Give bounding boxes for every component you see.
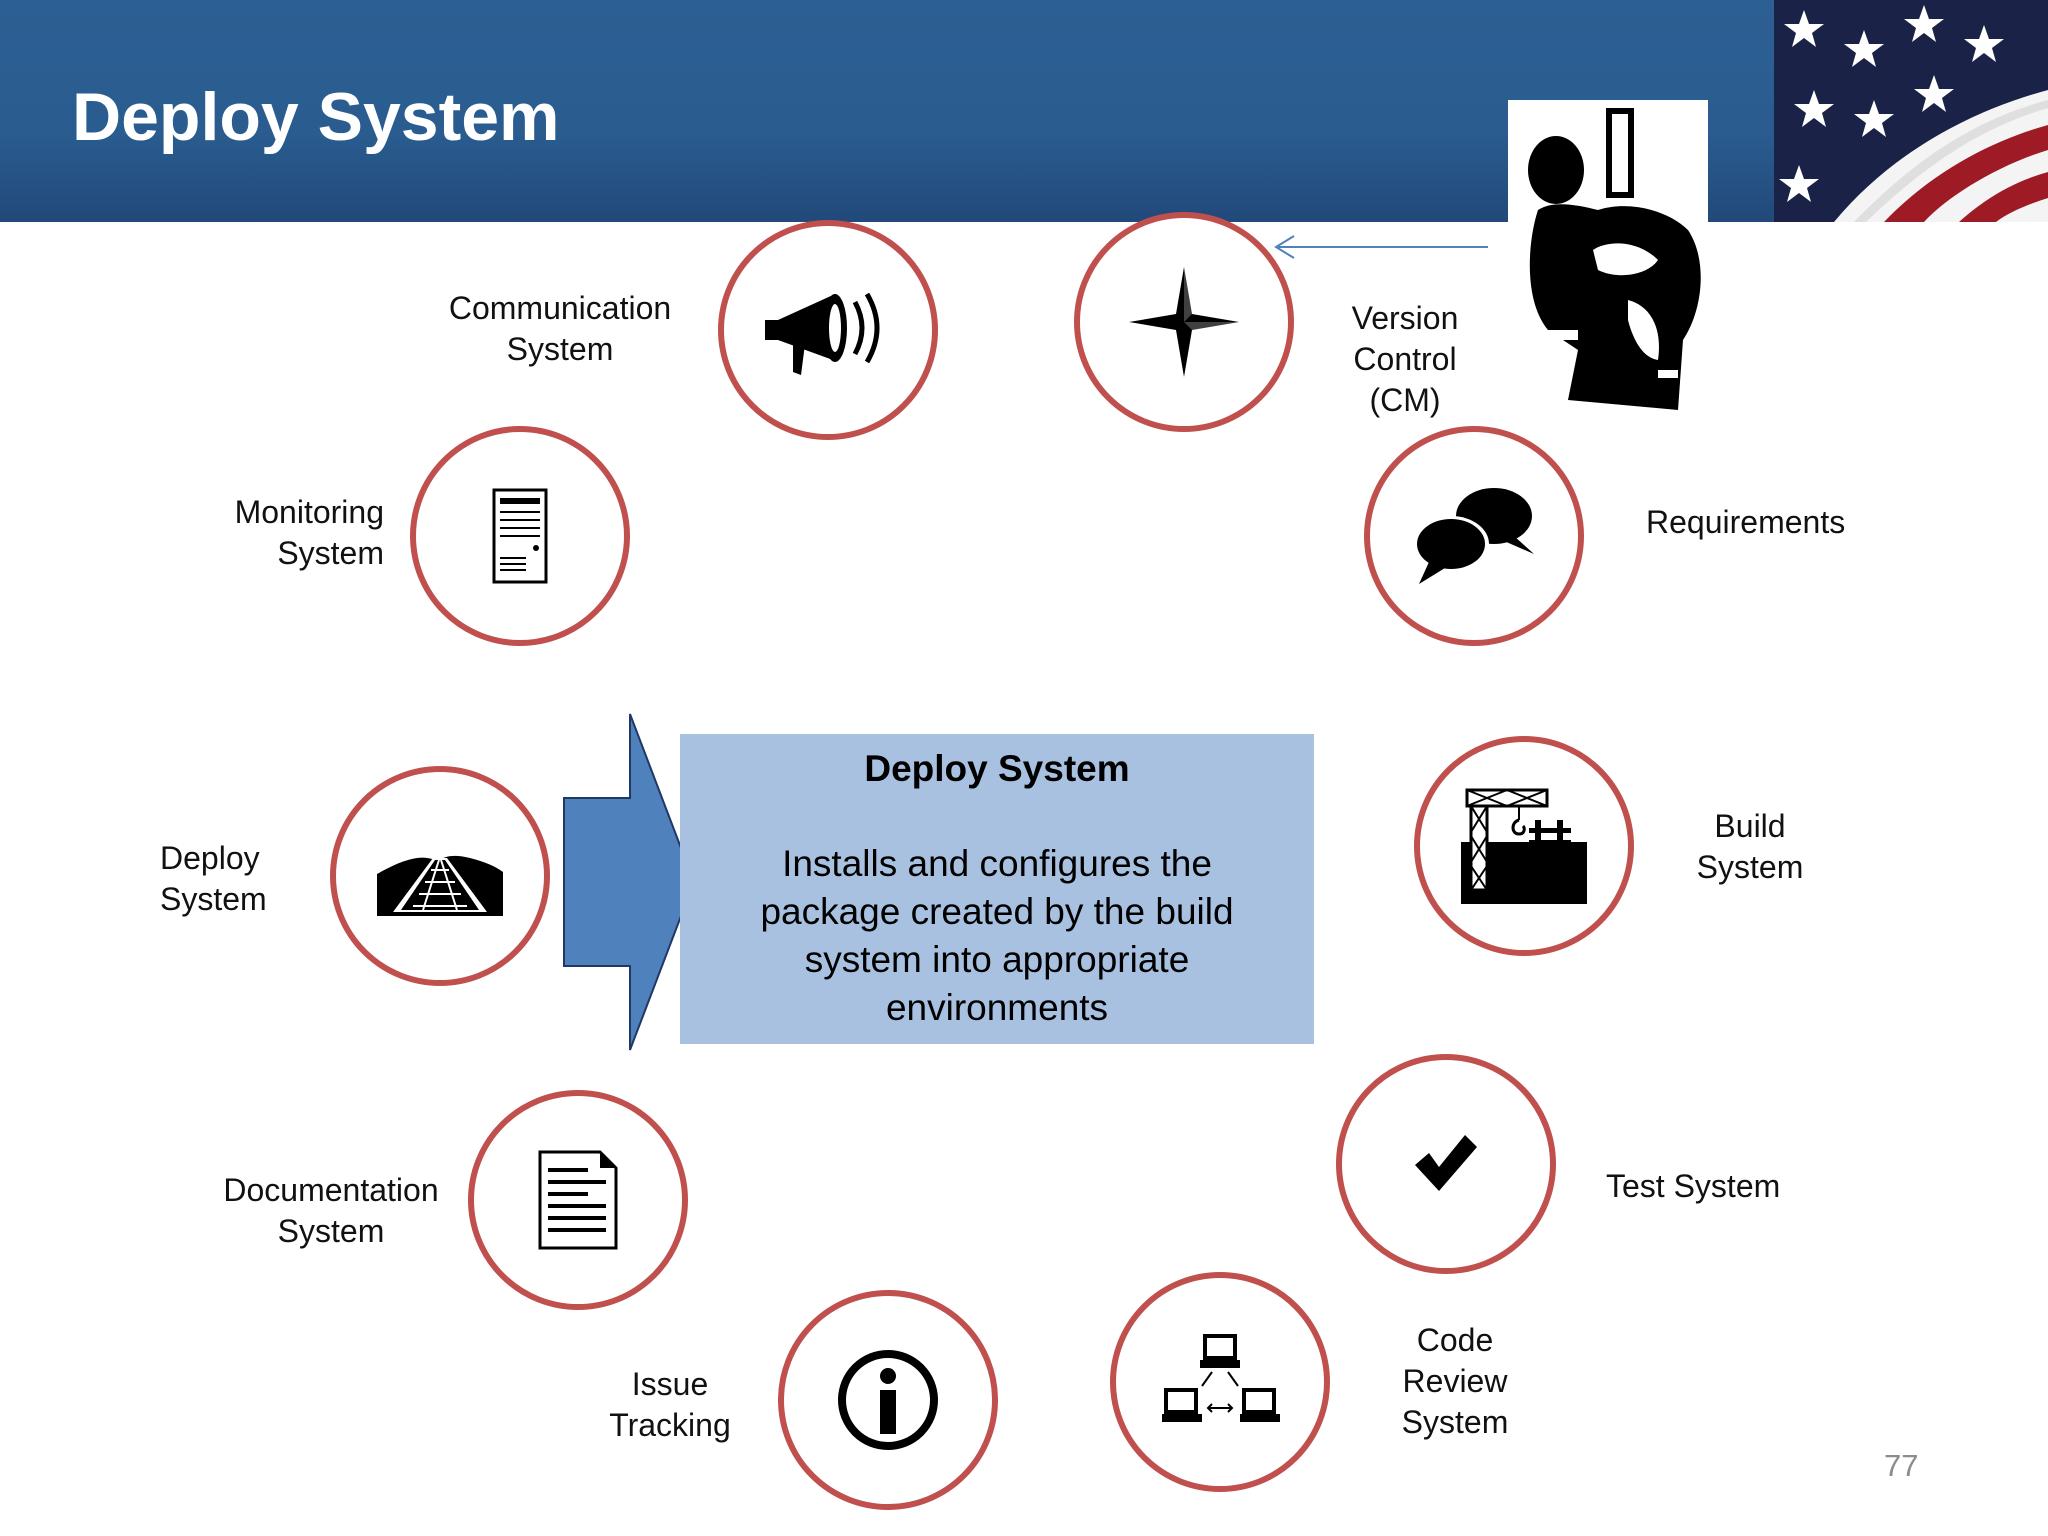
megaphone-icon [765,292,880,375]
issue-tracking-label: Issue Tracking [609,1366,731,1443]
description-body: Installs and configures the package crea… [760,843,1234,1028]
communication-label: Communication System [448,290,672,367]
version-control-label: Version Control (CM) [1351,300,1459,418]
monitoring-label: Monitoring System [234,494,384,571]
slide-header: Deploy System [0,0,2048,222]
page-number: 77 [1884,1448,1919,1483]
slide-title: Deploy System [72,79,560,155]
build-label: Build System [1696,808,1804,885]
mascot-box [1508,100,1708,412]
version-control-node[interactable] [1074,212,1294,432]
code-review-label: Code Review System [1401,1322,1509,1440]
description-box: Deploy System Installs and configures th… [680,734,1314,1044]
version-control-arrow [1274,235,1488,259]
deploy-node[interactable] [330,766,550,986]
communication-node[interactable] [718,220,938,440]
code-review-node[interactable] [1110,1272,1330,1492]
checkmark-icon [1415,1135,1477,1191]
document-icon [538,1150,618,1250]
compass-star-icon [1129,267,1239,377]
construction-icon [1461,788,1587,904]
server-icon [492,488,548,584]
info-icon [838,1350,938,1450]
description-title: Deploy System [864,748,1130,789]
railroad-track-icon [377,855,503,916]
chat-bubbles-icon [1413,488,1534,584]
build-node[interactable] [1414,736,1634,956]
flag-image [1774,0,2048,222]
pointer-arrow [563,713,696,1051]
documentation-label: Documentation System [223,1172,439,1249]
network-computers-icon [1162,1334,1280,1422]
monitoring-node[interactable] [410,426,630,646]
requirements-node[interactable] [1364,426,1584,646]
test-node[interactable] [1336,1054,1556,1274]
deploy-label: Deploy System [160,840,267,917]
documentation-node[interactable] [468,1090,688,1310]
issue-tracking-node[interactable] [778,1290,998,1510]
test-label: Test System [1606,1168,1781,1204]
requirements-label: Requirements [1646,504,1846,540]
mascot-figure-icon [1528,108,1701,410]
